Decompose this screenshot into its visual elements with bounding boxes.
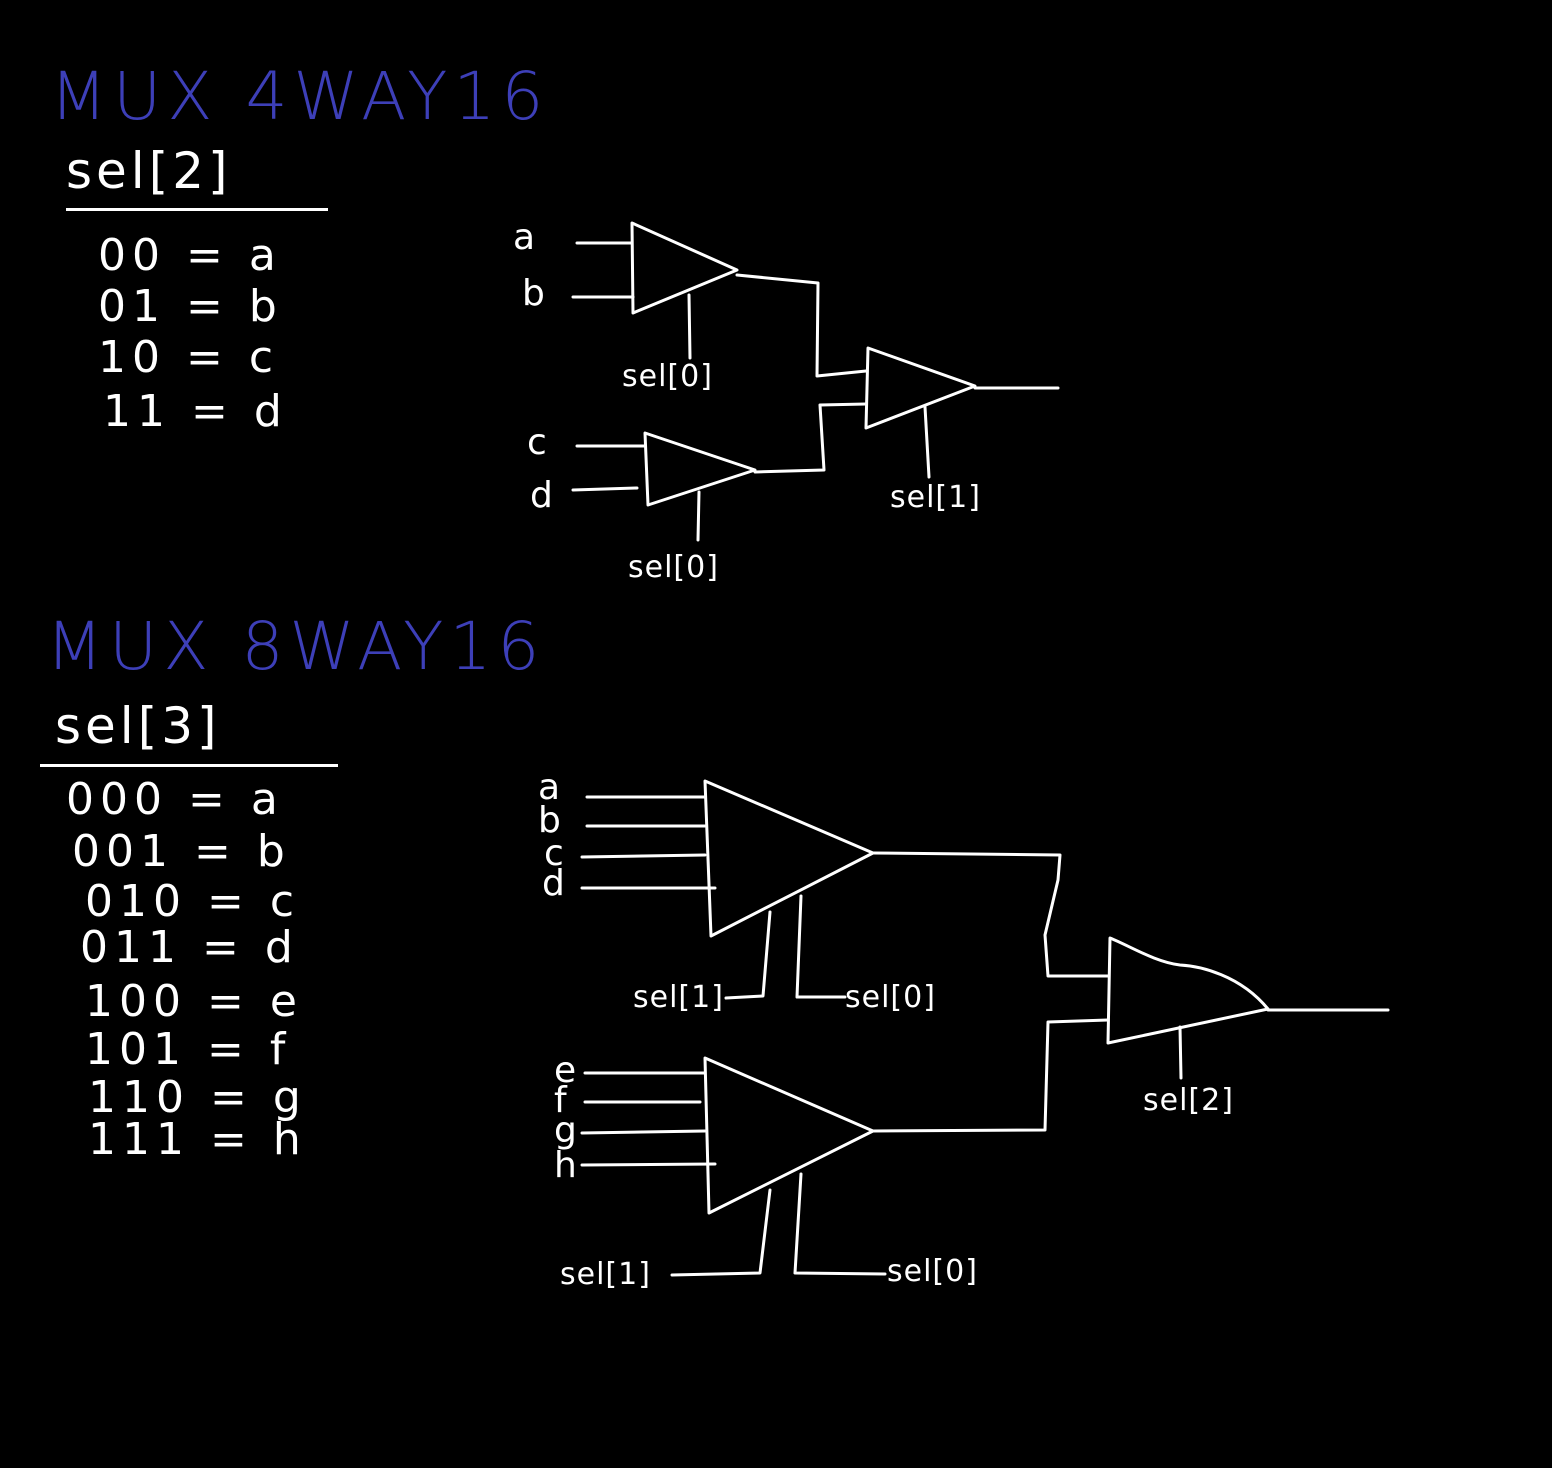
mux8-select-label: sel[0] [887, 1254, 978, 1289]
mux4-header-underline [66, 208, 328, 211]
mux8-input-label: c [544, 833, 564, 874]
mux4-input-label: d [530, 475, 553, 516]
mux8-diagram [580, 779, 1390, 1277]
mux8-truth-row: 010 = c [85, 876, 301, 927]
mux4-truth-row: 00 = a [98, 230, 282, 281]
mux8-input-label: a [538, 767, 561, 808]
mux4-select-label: sel[0] [628, 550, 719, 585]
mux8-wire-h [580, 1162, 717, 1167]
mux8-truth-row: 100 = e [85, 976, 303, 1027]
mux8-select-header: sel[3] [55, 697, 221, 755]
mux4-sel-wire-1 [687, 293, 692, 360]
mux4-truth-row: 11 = d [103, 386, 288, 437]
mux4-input-label: b [522, 273, 545, 314]
mux8-input-label: g [554, 1110, 577, 1151]
mux8-wire-c [580, 853, 707, 859]
mux8-sel-wire-4 [793, 1172, 887, 1276]
mux4-select-label: sel[1] [890, 480, 981, 515]
mux8-input-label: d [542, 863, 565, 904]
mux8-gate-abcd [703, 779, 875, 938]
mux4-select-label: sel[0] [622, 359, 713, 394]
mux4-truth-row: 10 = c [98, 332, 280, 383]
mux4-truth-row: 01 = b [98, 281, 283, 332]
mux8-truth-row: 101 = f [85, 1024, 292, 1075]
mux8-truth-row: 111 = h [88, 1114, 307, 1165]
mux8-select-label: sel[0] [845, 980, 936, 1015]
mux4-title: MUX 4WAY16 [50, 58, 550, 135]
mux8-truth-row: 000 = a [66, 774, 284, 825]
mux4-wire-cd-out [753, 402, 868, 474]
mux8-header-underline [40, 764, 338, 767]
mux4-wire-d [571, 486, 639, 492]
mux8-truth-row: 011 = d [80, 922, 299, 973]
mux8-input-label: b [538, 800, 561, 841]
mux4-input-label: a [513, 217, 536, 258]
mux8-sel-wire-2 [795, 894, 847, 999]
mux4-gate-out [864, 346, 977, 430]
mux4-sel-wire-2 [696, 490, 701, 542]
mux8-select-label: sel[1] [560, 1257, 651, 1292]
mux4-diagram [571, 221, 1060, 542]
mux4-gate-cd [643, 431, 757, 507]
mux8-select-label: sel[2] [1143, 1083, 1234, 1118]
mux4-wire-ab-out [735, 273, 868, 378]
mux8-truth-row: 001 = b [72, 826, 291, 877]
mux4-gate-ab [630, 221, 739, 315]
mux4-select-header: sel[2] [66, 142, 232, 200]
mux8-gate-out [1106, 936, 1270, 1045]
mux4-sel-wire-3 [923, 405, 931, 479]
mux8-wire-efgh-out [871, 1018, 1110, 1133]
mux8-input-label: h [554, 1145, 577, 1186]
mux8-wire-abcd-out [871, 851, 1110, 978]
mux8-sel-wire-3 [670, 1188, 772, 1277]
mux8-truth-row: 110 = g [88, 1072, 307, 1123]
mux4-input-label: c [527, 422, 547, 463]
mux8-gate-efgh [703, 1056, 875, 1215]
mux8-input-label: f [554, 1080, 567, 1121]
mux8-select-label: sel[1] [633, 980, 724, 1015]
mux8-sel-wire-5 [1178, 1025, 1183, 1080]
mux8-title: MUX 8WAY16 [46, 608, 546, 685]
mux8-sel-wire-1 [724, 910, 772, 1000]
mux8-input-label: e [554, 1050, 577, 1091]
mux8-wire-g [580, 1129, 707, 1135]
